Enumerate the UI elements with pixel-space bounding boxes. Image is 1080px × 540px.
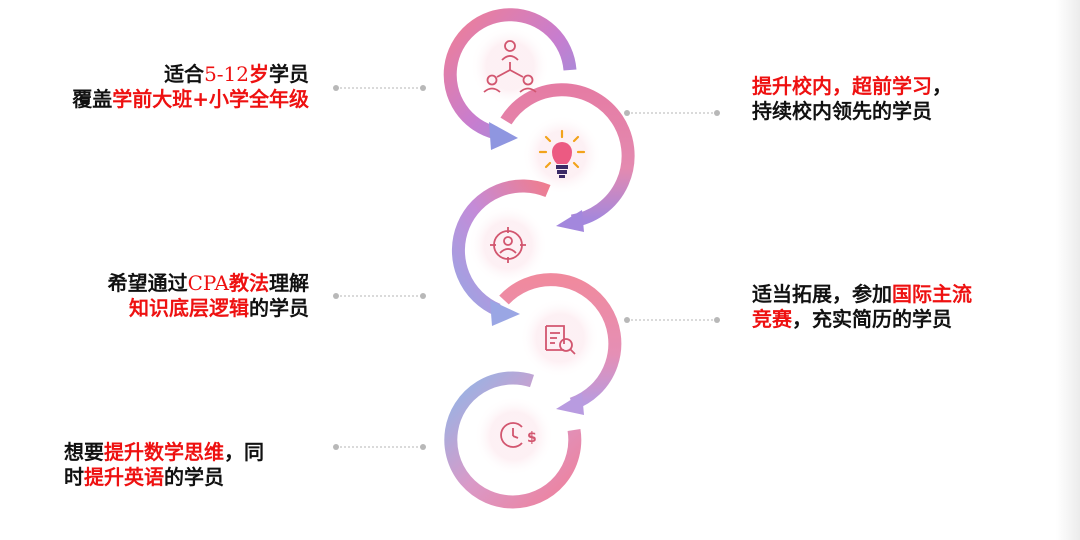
left-label-3: 想要提升数学思维，同 时提升英语的学员 <box>64 440 264 490</box>
target-user-icon <box>490 227 526 263</box>
connector-lines <box>336 87 717 448</box>
left-label-1-line-1: 适合5-12岁学员 <box>164 62 309 86</box>
arrow-head-1 <box>489 122 518 150</box>
right-label-1-line-1: 提升校内，超前学习， <box>752 74 952 98</box>
document-search-icon <box>545 325 576 355</box>
right-edge-shade <box>1056 0 1080 540</box>
left-label-2-line-2: 知识底层逻辑的学员 <box>129 296 309 320</box>
clock-dollar-icon: $ <box>500 422 537 448</box>
arrow-head-3 <box>490 300 520 326</box>
left-label-3-line-2: 时提升英语的学员 <box>64 465 224 489</box>
connector-dots <box>333 85 720 450</box>
left-label-1-line-2: 覆盖学前大班+小学全年级 <box>72 87 309 111</box>
svg-text:$: $ <box>527 430 537 446</box>
ring-3 <box>452 179 551 326</box>
right-label-2-line-1: 适当拓展，参加国际主流 <box>752 282 972 306</box>
people-network-icon <box>483 40 537 93</box>
arrow-head-2 <box>556 210 584 232</box>
left-label-2: 希望通过CPA教法理解 知识底层逻辑的学员 <box>108 271 309 321</box>
left-label-1: 适合5-12岁学员 覆盖学前大班+小学全年级 <box>72 62 309 112</box>
right-label-1: 提升校内，超前学习， 持续校内领先的学员 <box>752 74 952 124</box>
lightbulb-icon <box>538 129 586 178</box>
ring-1 <box>443 8 577 150</box>
right-label-2-line-2: 竞赛，充实简历的学员 <box>752 307 952 331</box>
ring-5 <box>444 371 582 509</box>
right-label-2: 适当拓展，参加国际主流 竞赛，充实简历的学员 <box>752 282 972 332</box>
right-label-1-line-2: 持续校内领先的学员 <box>752 99 932 123</box>
ring-4 <box>499 273 622 415</box>
left-label-3-line-1: 想要提升数学思维，同 <box>64 440 264 464</box>
left-label-2-line-1: 希望通过CPA教法理解 <box>107 271 309 295</box>
arrow-head-4 <box>556 393 584 415</box>
